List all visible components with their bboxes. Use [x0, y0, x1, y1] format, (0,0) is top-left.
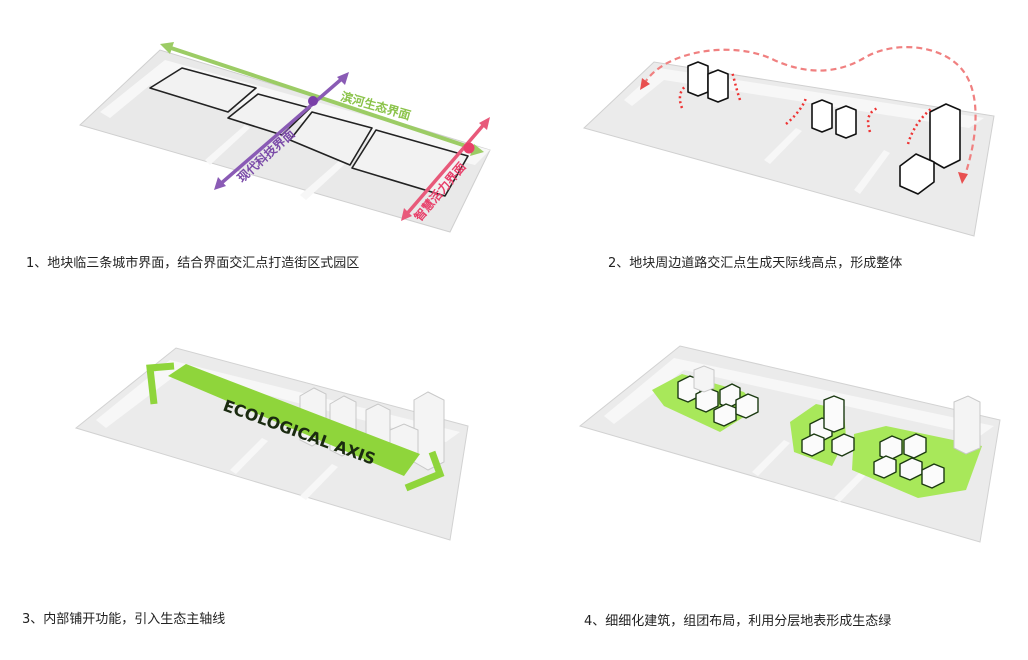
- axis-bracket-left: [146, 362, 175, 405]
- ecological-axis-band: [168, 364, 420, 476]
- road: [764, 128, 802, 164]
- panel-2-caption: 2、地块周边道路交汇点生成天际线高点，形成整体: [608, 256, 903, 271]
- panel-4-green-layout: 4、细细化建筑，组团布局，利用分层地表形成生态绿: [514, 330, 1028, 660]
- faded-towers: [693, 365, 981, 455]
- road: [604, 358, 994, 436]
- ground-plane: [74, 347, 469, 541]
- panel-1-diagram: 滨河生态界面 现代科技界面 智慧活力界面: [79, 42, 491, 233]
- road: [230, 438, 268, 474]
- city-block: [289, 111, 373, 166]
- panel-1-city-interfaces: 滨河生态界面 现代科技界面 智慧活力界面 1、地块临三条城市界面，结合界面交汇点…: [0, 0, 514, 300]
- road: [834, 466, 872, 502]
- axis-bracket-right: [404, 450, 445, 492]
- road: [205, 125, 250, 165]
- road: [300, 160, 346, 200]
- panel-3-ecological-axis: ECOLOGICAL AXIS 3、内部铺开功能，引入生态主轴线: [0, 330, 514, 660]
- intersection-node-vitality: [463, 142, 475, 154]
- vitality-axis-arrow: [403, 120, 488, 218]
- panel-1-caption: 1、地块临三条城市界面，结合界面交汇点打造街区式园区: [26, 256, 360, 271]
- city-block: [351, 129, 469, 197]
- arrowhead: [160, 42, 174, 54]
- road: [300, 464, 338, 500]
- tower-group-2: [811, 99, 857, 139]
- building-cluster-1: [677, 375, 759, 427]
- dotted-rise-arrows: [678, 71, 933, 145]
- panel-2-skyline: 2、地块周边道路交汇点生成天际线高点，形成整体: [514, 0, 1028, 300]
- arrowhead: [958, 172, 968, 184]
- tech-axis-arrow: [216, 74, 347, 188]
- skyline-dashed-arrow: [643, 46, 977, 179]
- building-cluster-2: [801, 395, 855, 457]
- arrowhead: [479, 117, 490, 130]
- intersection-node-tech: [308, 96, 318, 106]
- arrowhead: [337, 72, 349, 85]
- tower-group-1: [687, 61, 729, 103]
- panel-2-diagram: [583, 46, 995, 237]
- city-block: [149, 67, 257, 113]
- building-cluster-3: [873, 433, 945, 489]
- arrowhead: [214, 177, 226, 190]
- arrowhead: [401, 208, 412, 221]
- panel-4-diagram: [578, 345, 1001, 543]
- road: [854, 150, 890, 194]
- panel-3-caption: 3、内部铺开功能，引入生态主轴线: [22, 612, 226, 627]
- arrowhead: [640, 78, 650, 90]
- panel-4-caption: 4、细细化建筑，组团布局，利用分层地表形成生态绿: [584, 614, 892, 629]
- panel-3-diagram: ECOLOGICAL AXIS: [74, 347, 469, 541]
- road: [752, 440, 790, 476]
- tower-group-3: [899, 103, 961, 195]
